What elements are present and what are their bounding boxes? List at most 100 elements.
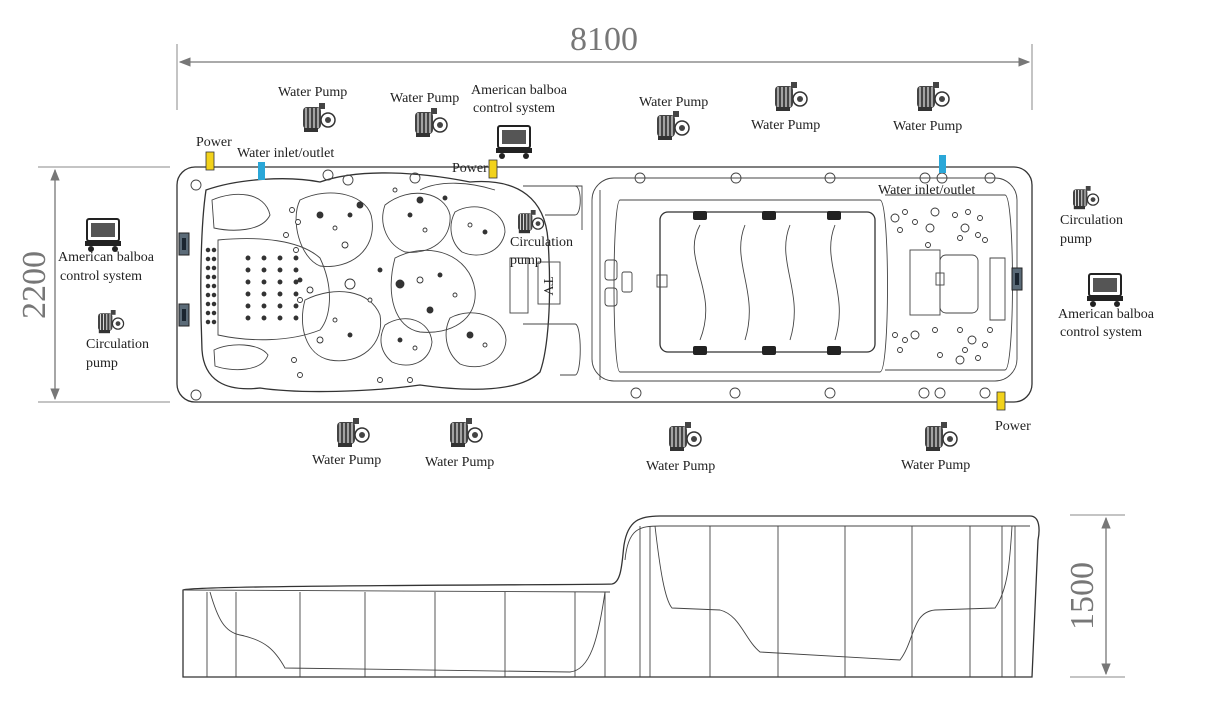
jet-icon (211, 301, 217, 307)
jet-icon (297, 277, 303, 283)
jet-icon (245, 315, 251, 321)
jet-icon (925, 242, 931, 248)
jet-icon (211, 274, 217, 280)
power-marker-3 (996, 391, 1006, 411)
jet-icon (356, 201, 364, 209)
jet-icon (245, 279, 251, 285)
water-pump-label: Water Pump (425, 455, 494, 470)
water-inlet-label: Water inlet/outlet (237, 146, 334, 161)
water-inlet-label: Water inlet/outlet (878, 183, 975, 198)
jet-icon (960, 223, 970, 233)
jet-icon (261, 267, 267, 273)
jet-icon (955, 355, 965, 365)
water-pump-label: Water Pump (893, 119, 962, 134)
jet-icon (293, 267, 299, 273)
jets-group (205, 187, 993, 383)
labels: Water Pump Water Pump Water Pump Water P… (58, 83, 1155, 474)
balboa-label-line1: American balboa (1058, 307, 1155, 322)
circulation-label-line2: pump (510, 253, 542, 268)
jet-icon (283, 232, 289, 238)
water-pump-label: Water Pump (751, 118, 820, 133)
jet-icon (289, 207, 295, 213)
jet-icon (341, 241, 349, 249)
jet-icon (261, 315, 267, 321)
jet-icon (930, 207, 940, 217)
height-value: 1500 (1064, 562, 1101, 630)
jet-icon (977, 215, 983, 221)
jet-icon (211, 292, 217, 298)
circulation-label-line1: Circulation (1060, 213, 1123, 228)
jet-icon (261, 303, 267, 309)
balboa-controller-icon (1086, 273, 1124, 308)
height-dimension: 1500 (1064, 514, 1125, 678)
jet-icon (957, 235, 963, 241)
jet-icon (211, 319, 217, 325)
jet-icon (245, 267, 251, 273)
jet-icon (205, 274, 211, 280)
spa-side-view (182, 515, 1040, 678)
jet-icon (426, 306, 434, 314)
spa-top-view: TV (176, 166, 1033, 403)
jet-icon (347, 212, 353, 218)
jet-icon (892, 332, 898, 338)
component-icons (84, 81, 1124, 452)
jet-icon (297, 372, 303, 378)
jet-icon (967, 335, 977, 345)
jet-icon (245, 291, 251, 297)
water-pump-label: Water Pump (901, 458, 970, 473)
jet-icon (407, 212, 413, 218)
water-pump-label: Water Pump (312, 453, 381, 468)
power-markers (205, 151, 1006, 411)
circulation-label-line1: Circulation (510, 235, 573, 250)
balboa-label-line2: control system (1060, 325, 1142, 340)
jet-icon (293, 315, 299, 321)
jet-icon (295, 219, 301, 225)
jet-icon (205, 301, 211, 307)
water-pump-icon (449, 417, 483, 448)
jet-icon (205, 319, 211, 325)
jet-icon (347, 332, 353, 338)
jet-icon (925, 223, 935, 233)
length-dimension: 8100 (176, 21, 1033, 110)
jet-icon (277, 315, 283, 321)
power-label: Power (452, 161, 488, 176)
water-pump-label: Water Pump (646, 459, 715, 474)
jet-icon (291, 357, 297, 363)
balboa-label-line1: American balboa (471, 83, 568, 98)
power-marker-1 (205, 151, 215, 171)
water-pump-label: Water Pump (639, 95, 708, 110)
jet-icon (316, 336, 324, 344)
jet-icon (306, 286, 314, 294)
jet-icon (422, 227, 428, 233)
svg-text:TV: TV (540, 277, 555, 296)
power-label: Power (196, 135, 232, 150)
jet-icon (211, 256, 217, 262)
jet-icon (316, 211, 324, 219)
jet-icon (412, 345, 418, 351)
jet-icon (897, 227, 903, 233)
jet-icon (392, 187, 398, 193)
jet-icon (205, 256, 211, 262)
jet-icon (205, 292, 211, 298)
jet-icon (952, 212, 958, 218)
jet-icon (937, 352, 943, 358)
jet-icon (890, 213, 900, 223)
balboa-controller-icon (84, 218, 122, 253)
jet-icon (466, 331, 474, 339)
jet-icon (437, 272, 443, 278)
jet-icon (395, 279, 405, 289)
jet-icon (293, 279, 299, 285)
jet-icon (416, 276, 424, 284)
jet-icon (902, 209, 908, 215)
jet-icon (902, 337, 908, 343)
jet-icon (261, 255, 267, 261)
jet-icon (897, 347, 903, 353)
water-pump-label: Water Pump (278, 85, 347, 100)
jet-icon (277, 255, 283, 261)
jet-icon (982, 342, 988, 348)
circulation-pump-icon (97, 309, 125, 334)
jet-icon (277, 267, 283, 273)
jet-icon (912, 219, 918, 225)
jet-icon (245, 303, 251, 309)
circulation-label-line2: pump (1060, 232, 1092, 247)
